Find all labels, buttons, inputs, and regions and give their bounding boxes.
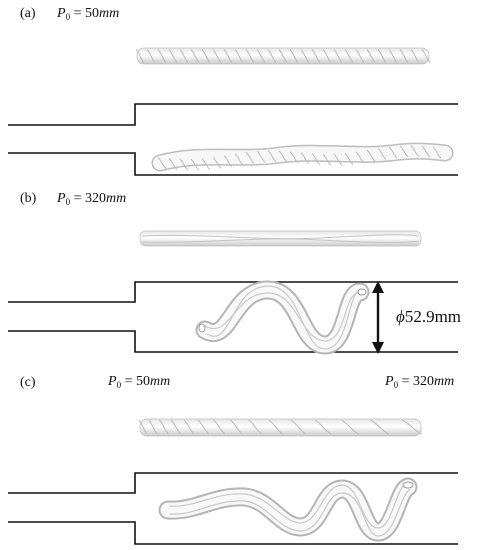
panel-a: (a) P0 = 50mm xyxy=(8,6,458,176)
twisted-rope-buckled-a xyxy=(151,142,454,172)
dimension-label: ϕ52.9mm xyxy=(396,307,461,326)
panel-b: (b) P0 = 320mm ϕ52.9mm xyxy=(8,191,461,355)
channel-outline-b xyxy=(8,281,458,353)
coiled-rope-b xyxy=(195,280,370,355)
twisted-rope-straight-b xyxy=(139,230,422,247)
channel-outline-a xyxy=(8,103,458,176)
panel-c-label: (c) xyxy=(20,375,36,390)
panel-a-label: (a) xyxy=(20,6,36,21)
channel-outline-c xyxy=(8,472,458,545)
mixed-coil-rope-c xyxy=(158,477,418,542)
panel-a-param: P0 = 50mm xyxy=(56,6,119,22)
panel-b-label: (b) xyxy=(20,191,37,206)
twisted-rope-straight-a xyxy=(135,47,431,65)
twisted-rope-straight-c xyxy=(138,418,422,437)
diameter-dimension: ϕ52.9mm xyxy=(372,281,461,354)
panel-c: (c) P0 = 50mm P0 = 320mm xyxy=(8,374,458,545)
panel-c-param-left: P0 = 50mm xyxy=(107,374,170,390)
panel-b-param: P0 = 320mm xyxy=(56,191,126,207)
panel-c-param-right: P0 = 320mm xyxy=(384,374,454,390)
